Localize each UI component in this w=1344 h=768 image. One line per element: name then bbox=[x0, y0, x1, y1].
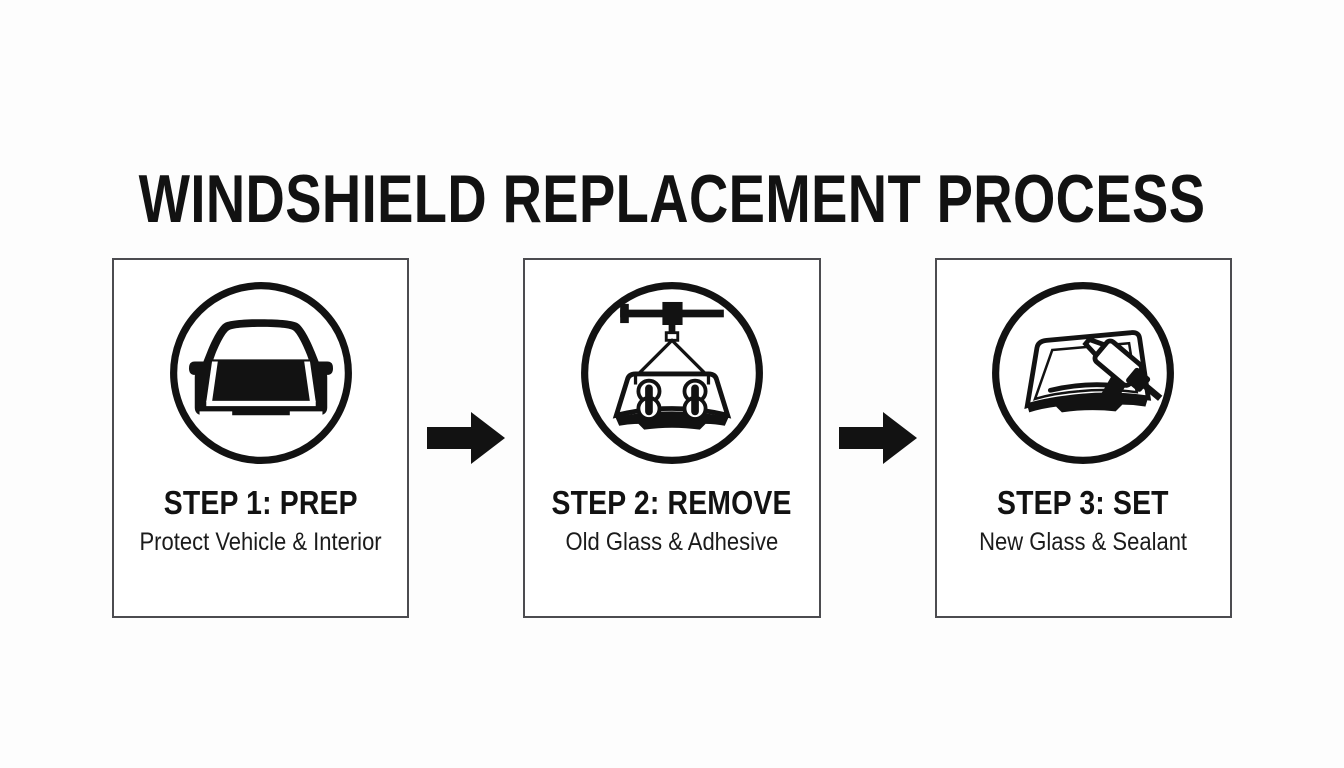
process-steps-row: STEP 1: PREP Protect Vehicle & Interior bbox=[112, 258, 1232, 618]
windshield-sealant-gun-icon bbox=[987, 277, 1179, 469]
step-subtitle: Old Glass & Adhesive bbox=[565, 528, 779, 556]
step-subtitle: New Glass & Sealant bbox=[979, 528, 1188, 556]
step-card-2[interactable]: STEP 2: REMOVE Old Glass & Adhesive bbox=[523, 258, 821, 618]
step-title: STEP 3: SET bbox=[997, 484, 1170, 521]
page-title: WINDSHIELD REPLACEMENT PROCESS bbox=[138, 160, 1206, 237]
step-title: STEP 1: PREP bbox=[163, 484, 358, 521]
windshield-lifter-icon bbox=[576, 277, 768, 469]
step-title: STEP 2: REMOVE bbox=[551, 484, 793, 521]
step-card-1[interactable]: STEP 1: PREP Protect Vehicle & Interior bbox=[112, 258, 410, 618]
step-card-3[interactable]: STEP 3: SET New Glass & Sealant bbox=[934, 258, 1232, 618]
car-front-icon bbox=[165, 277, 357, 469]
step-subtitle: Protect Vehicle & Interior bbox=[139, 528, 382, 556]
arrow-right-icon bbox=[409, 258, 523, 618]
arrow-right-icon bbox=[821, 258, 935, 618]
